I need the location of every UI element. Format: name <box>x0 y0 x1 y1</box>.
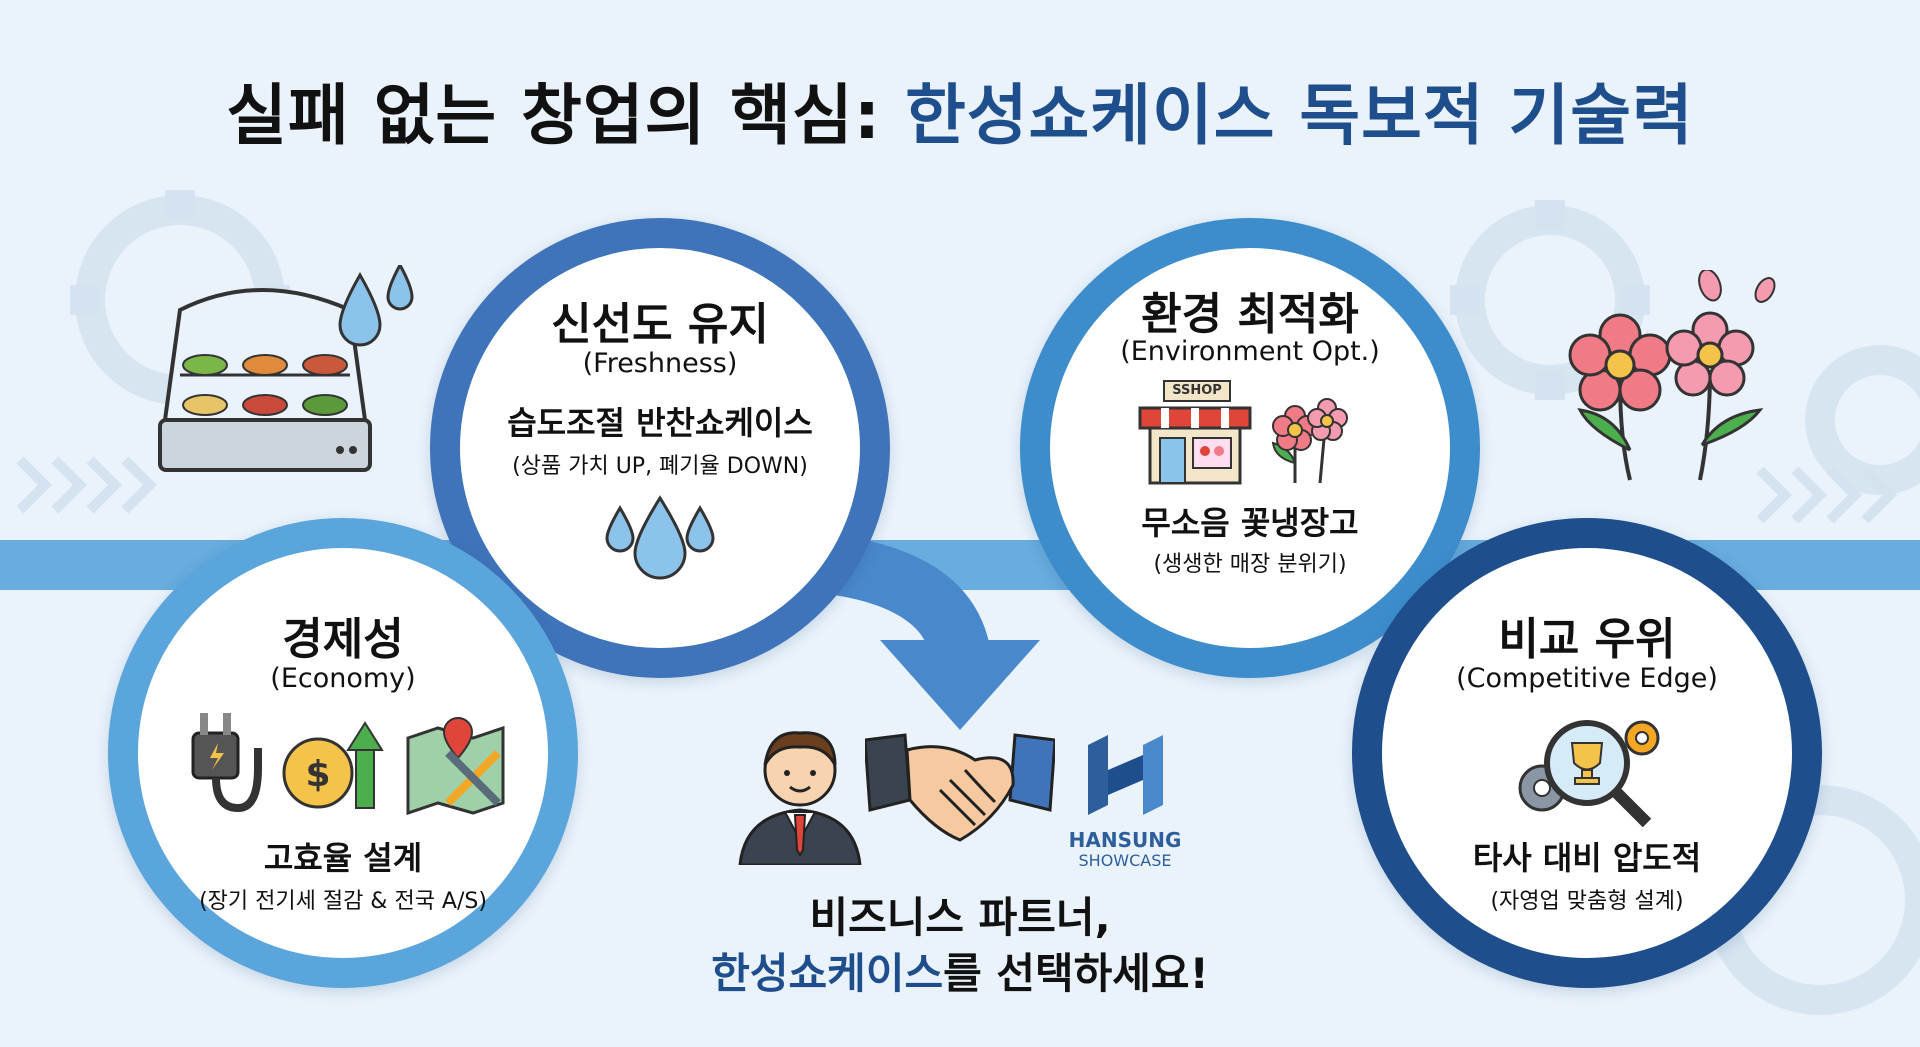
cta-line1: 비즈니스 파트너, <box>809 893 1111 942</box>
freshness-heading: 신선도 유지 <box>551 299 769 350</box>
environment-note: (생생한 매장 분위기) <box>1153 552 1347 577</box>
water-drop-icon <box>338 265 414 347</box>
svg-text:$: $ <box>305 754 330 795</box>
environment-english: (Environment Opt.) <box>1120 336 1380 367</box>
freshness-english: (Freshness) <box>582 348 738 379</box>
competitive-circle: 비교 우위 (Competitive Edge) 타사 대비 압도적 (자영업 … <box>1352 518 1822 988</box>
cta-line2-rest: 를 선택하세요! <box>943 949 1209 998</box>
freshness-circle: 신선도 유지 (Freshness) 습도조절 반찬쇼케이스 (상품 가치 UP… <box>430 218 890 678</box>
economy-heading: 경제성 <box>282 614 404 665</box>
cta-brand: 한성쇼케이스 <box>711 949 944 998</box>
cta-line2: 한성쇼케이스를 선택하세요! <box>660 946 1260 1002</box>
map-tools-icon <box>406 716 505 816</box>
magnifier-trophy-icon <box>1518 720 1660 828</box>
logo-tagline: SHOWCASE <box>1078 851 1172 870</box>
freshness-subtitle: 습도조절 반찬쇼케이스 <box>507 404 813 442</box>
handshake-icon <box>865 733 1055 842</box>
economy-note: (장기 전기세 절감 & 전국 A/S) <box>199 889 487 914</box>
economy-english: (Economy) <box>270 663 416 694</box>
title-part1: 실패 없는 창업의 핵심: <box>226 77 882 154</box>
plug-icon <box>191 713 262 813</box>
shop-icon <box>1138 406 1252 485</box>
competitive-subtitle: 타사 대비 압도적 <box>1472 839 1702 877</box>
call-to-action: 비즈니스 파트너, 한성쇼케이스를 선택하세요! <box>660 890 1260 1002</box>
flower-bouquet-icon <box>1271 398 1348 484</box>
logo-name: HANSUNG <box>1068 828 1182 852</box>
competitive-heading: 비교 우위 <box>1498 614 1676 665</box>
page-title: 실패 없는 창업의 핵심: 한성쇼케이스 독보적 기술력 <box>0 62 1920 158</box>
freshness-note: (상품 가치 UP, 폐기율 DOWN) <box>512 454 808 479</box>
businessman-icon <box>738 731 862 865</box>
flower-icon <box>1568 270 1776 481</box>
economy-subtitle: 고효율 설계 <box>263 839 423 877</box>
shop-sign: SSHOP <box>1163 380 1231 402</box>
competitive-english: (Competitive Edge) <box>1456 663 1718 694</box>
environment-heading: 환경 최적화 <box>1141 289 1359 340</box>
competitive-note: (자영업 맞춤형 설계) <box>1490 889 1684 914</box>
showcase-icon <box>158 288 372 472</box>
chevron-decoration <box>16 456 1898 524</box>
environment-subtitle: 무소음 꽃냉장고 <box>1141 504 1359 542</box>
economy-circle: 경제성 (Economy) $ 고효율 설계 (장기 전기세 절감 & 전국 A… <box>108 518 578 988</box>
title-part2: 한성쇼케이스 독보적 기술력 <box>905 77 1694 154</box>
hansung-logo-icon <box>1088 735 1163 815</box>
water-drops-icon <box>605 495 715 580</box>
coin-growth-icon: $ <box>282 721 384 809</box>
arrow-head-center <box>880 640 1040 730</box>
